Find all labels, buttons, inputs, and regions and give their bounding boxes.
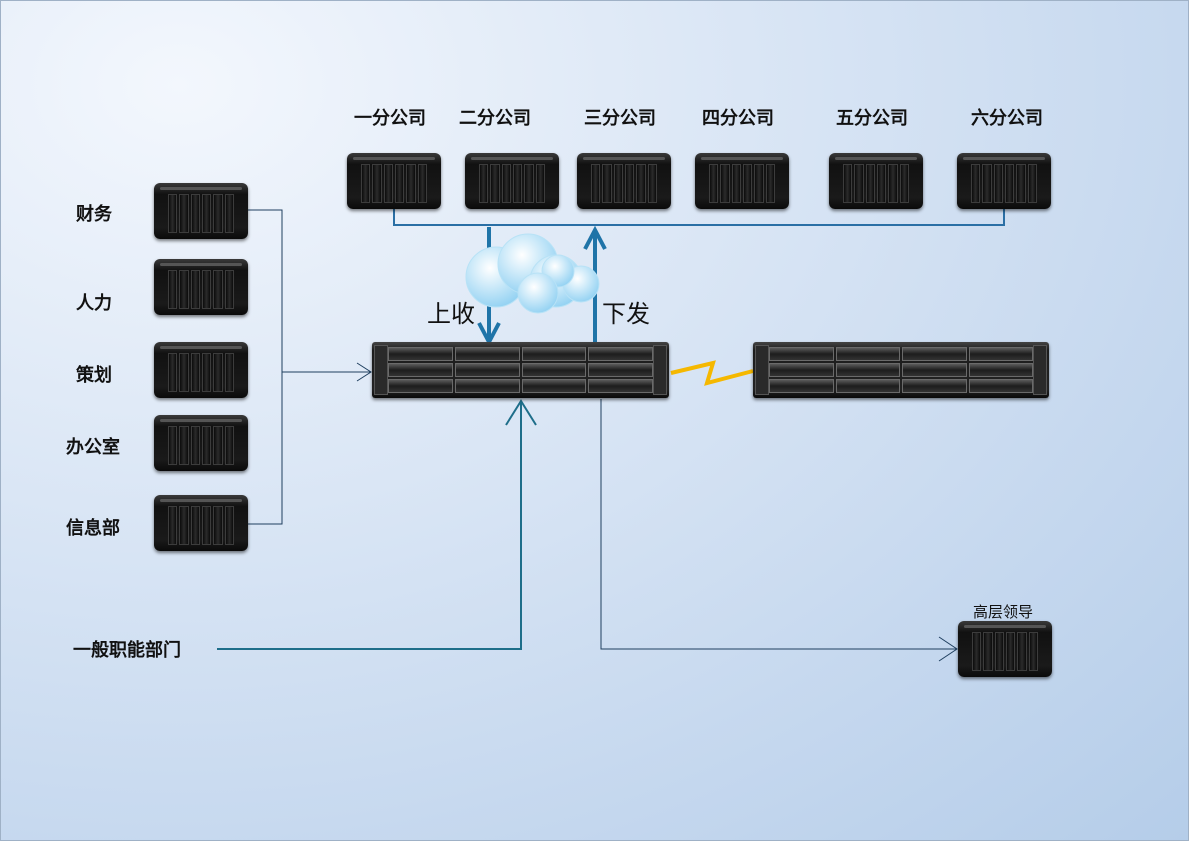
department-nas <box>154 495 248 551</box>
department-bracket-line <box>247 209 371 525</box>
cloud-icon <box>465 233 600 314</box>
lightning-link <box>670 360 754 386</box>
subsidiary-nas <box>957 153 1051 209</box>
department-label: 信息部 <box>66 518 120 539</box>
leadership-nas <box>958 621 1052 677</box>
subsidiary-nas <box>465 153 559 209</box>
leadership-label: 高层领导 <box>973 603 1034 621</box>
department-nas <box>154 259 248 315</box>
general-dept-label: 一般职能部门 <box>73 640 181 661</box>
subsidiary-nas <box>347 153 441 209</box>
subsidiary-nas <box>695 153 789 209</box>
subsidiary-label: 四分公司 <box>702 108 774 129</box>
download-label: 下发 <box>602 300 650 328</box>
department-nas <box>154 183 248 239</box>
subsidiary-label: 三分公司 <box>584 108 656 129</box>
department-label: 财务 <box>76 204 112 225</box>
department-nas <box>154 415 248 471</box>
subsidiary-label: 一分公司 <box>354 108 426 129</box>
central-rack-server <box>372 342 669 398</box>
upload-label: 上收 <box>427 300 475 328</box>
subsidiary-nas <box>829 153 923 209</box>
department-nas <box>154 342 248 398</box>
department-label: 人力 <box>76 293 112 314</box>
subsidiary-label: 二分公司 <box>459 108 531 129</box>
general-dept-line <box>217 403 522 650</box>
subsidiary-label: 五分公司 <box>836 108 908 129</box>
department-label: 办公室 <box>66 437 120 458</box>
department-label: 策划 <box>76 365 112 386</box>
leadership-line <box>600 399 956 650</box>
subsidiary-nas <box>577 153 671 209</box>
subsidiary-label: 六分公司 <box>971 108 1043 129</box>
backup-rack-server <box>753 342 1049 398</box>
department-arrow <box>356 362 372 382</box>
subsidiary-bus-line <box>393 209 1005 226</box>
